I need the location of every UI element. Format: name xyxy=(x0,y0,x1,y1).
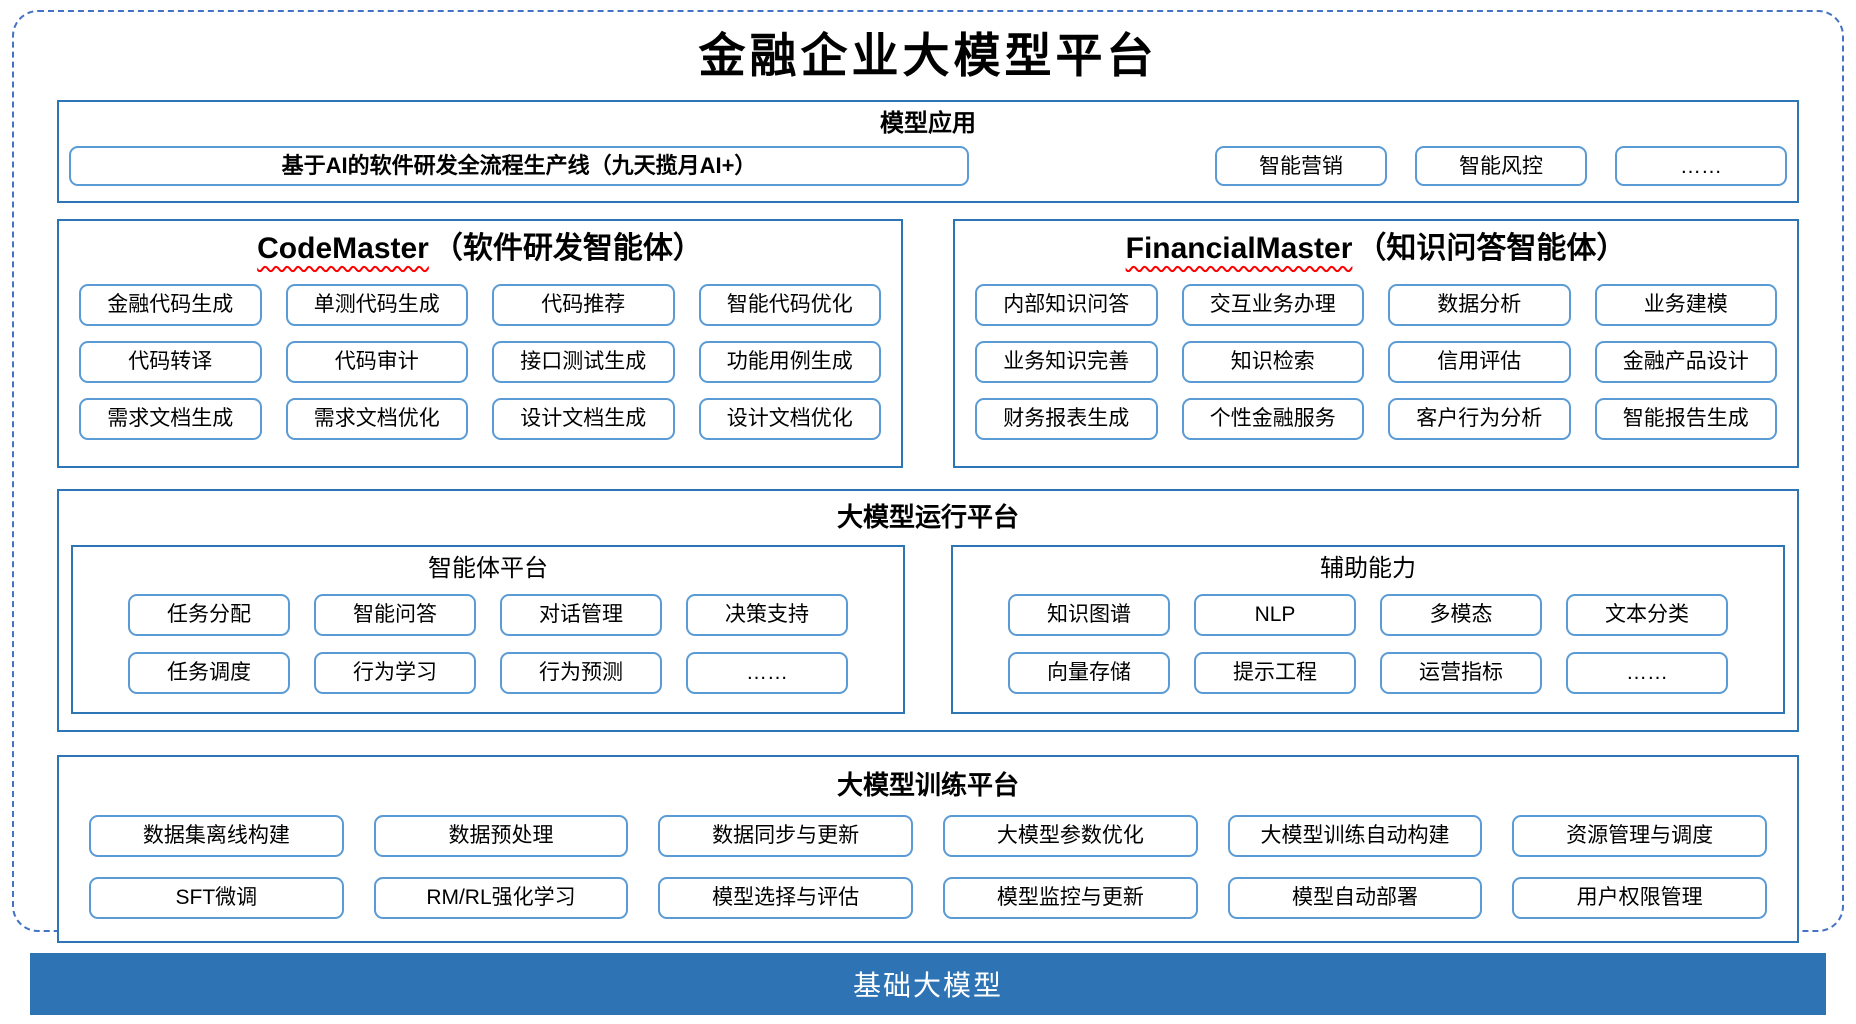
item-box: 知识图谱 xyxy=(1008,593,1170,636)
item-box: 交互业务办理 xyxy=(1181,283,1364,326)
agents-row: CodeMaster（软件研发智能体） 金融代码生成单测代码生成代码推荐智能代码… xyxy=(57,219,1799,468)
item-box: 智能报告生成 xyxy=(1594,397,1777,440)
agent-platform-items: 任务分配智能问答对话管理决策支持任务调度行为学习行为预测 …… xyxy=(93,593,883,694)
codemaster-items: 金融代码生成单测代码生成代码推荐智能代码优化代码转译代码审计接口测试生成功能用例… xyxy=(79,283,881,440)
runtime-platform-title: 大模型运行平台 xyxy=(836,501,1019,532)
item-box: NLP xyxy=(1194,593,1356,636)
item-box: 数据同步与更新 xyxy=(658,814,913,857)
codemaster-title: CodeMaster（软件研发智能体） xyxy=(79,229,881,270)
item-box: 财务报表生成 xyxy=(975,397,1158,440)
item-box: 设计文档生成 xyxy=(492,397,675,440)
aux-capability-items: 知识图谱 NLP 多模态文本分类向量存储提示工程运营指标 …… xyxy=(973,593,1763,694)
model-applications-row: 基于AI的软件研发全流程生产线（九天揽月AI+） 智能营销智能风控 …… xyxy=(69,146,1787,187)
item-box: 行为学习 xyxy=(314,651,476,694)
item-box: SFT微调 xyxy=(89,876,344,919)
financialmaster-title: FinancialMaster（知识问答智能体） xyxy=(975,229,1777,270)
runtime-panels: 智能体平台 任务分配智能问答对话管理决策支持任务调度行为学习行为预测 …… 辅助能… xyxy=(71,544,1785,714)
item-box: 用户权限管理 xyxy=(1512,876,1767,919)
item-box: 业务建模 xyxy=(1594,283,1777,326)
item-box: 业务知识完善 xyxy=(975,340,1158,383)
section-codemaster: CodeMaster（软件研发智能体） 金融代码生成单测代码生成代码推荐智能代码… xyxy=(57,219,903,468)
financialmaster-subtitle: （知识问答智能体） xyxy=(1356,232,1627,266)
item-box: 数据预处理 xyxy=(373,814,629,857)
item-box: 内部知识问答 xyxy=(975,283,1158,326)
financialmaster-items: 内部知识问答交互业务办理数据分析业务建模业务知识完善知识检索信用评估金融产品设计… xyxy=(975,283,1777,440)
item-box: 模型选择与评估 xyxy=(658,876,913,919)
item-box: 需求文档优化 xyxy=(285,397,468,440)
training-platform-items: 数据集离线构建数据预处理数据同步与更新大模型参数优化大模型训练自动构建资源管理与… xyxy=(89,814,1767,919)
item-box: 功能用例生成 xyxy=(698,340,881,383)
section-training-platform: 大模型训练平台 数据集离线构建数据预处理数据同步与更新大模型参数优化大模型训练自… xyxy=(57,754,1799,943)
item-box: …… xyxy=(1566,651,1728,694)
base-model-label: 基础大模型 xyxy=(852,970,1003,1001)
panel-agent-platform: 智能体平台 任务分配智能问答对话管理决策支持任务调度行为学习行为预测 …… xyxy=(71,544,905,714)
financialmaster-name: FinancialMaster xyxy=(1125,232,1353,266)
item-box: 决策支持 xyxy=(686,593,848,636)
item-box: 任务调度 xyxy=(128,651,290,694)
item-box: 智能代码优化 xyxy=(698,283,881,326)
item-box: …… xyxy=(1615,146,1787,187)
item-box: 对话管理 xyxy=(500,593,662,636)
item-box: 提示工程 xyxy=(1194,651,1356,694)
agent-platform-title: 智能体平台 xyxy=(428,554,548,582)
item-box: 需求文档生成 xyxy=(79,397,262,440)
item-box: 大模型参数优化 xyxy=(943,814,1198,857)
item-box: 代码审计 xyxy=(285,340,468,383)
item-box: 数据分析 xyxy=(1388,283,1571,326)
item-box: RM/RL强化学习 xyxy=(373,876,629,919)
item-box: 多模态 xyxy=(1380,593,1542,636)
section-runtime-platform: 大模型运行平台 智能体平台 任务分配智能问答对话管理决策支持任务调度行为学习行为… xyxy=(57,488,1799,732)
model-applications-title: 模型应用 xyxy=(880,110,976,138)
item-box: 资源管理与调度 xyxy=(1512,814,1767,857)
pipeline-box: 基于AI的软件研发全流程生产线（九天揽月AI+） xyxy=(69,146,969,187)
platform-boundary: 金融企业大模型平台 模型应用 基于AI的软件研发全流程生产线（九天揽月AI+） … xyxy=(12,10,1844,943)
item-box: 信用评估 xyxy=(1388,340,1571,383)
item-box: 单测代码生成 xyxy=(285,283,468,326)
item-box: 客户行为分析 xyxy=(1388,397,1571,440)
item-box: 数据集离线构建 xyxy=(89,814,344,857)
item-box: 金融产品设计 xyxy=(1594,340,1777,383)
item-box: 智能营销 xyxy=(1215,146,1387,187)
item-box: 设计文档优化 xyxy=(698,397,881,440)
item-box: 代码转译 xyxy=(79,340,262,383)
item-box: 智能问答 xyxy=(314,593,476,636)
item-box: 向量存储 xyxy=(1008,651,1170,694)
base-model-bar: 基础大模型 xyxy=(30,953,1826,1015)
panel-aux-capability: 辅助能力 知识图谱 NLP 多模态文本分类向量存储提示工程运营指标 …… xyxy=(951,544,1785,714)
item-box: 知识检索 xyxy=(1181,340,1364,383)
item-box: 智能风控 xyxy=(1415,146,1587,187)
item-box: 大模型训练自动构建 xyxy=(1227,814,1483,857)
item-box: 行为预测 xyxy=(500,651,662,694)
section-model-applications: 模型应用 基于AI的软件研发全流程生产线（九天揽月AI+） 智能营销智能风控 …… xyxy=(57,100,1799,204)
item-box: 模型自动部署 xyxy=(1227,876,1483,919)
aux-capability-title: 辅助能力 xyxy=(1320,554,1416,582)
codemaster-subtitle: （软件研发智能体） xyxy=(432,232,703,266)
codemaster-name: CodeMaster xyxy=(257,232,429,266)
training-platform-title: 大模型训练平台 xyxy=(836,769,1019,800)
page-title: 金融企业大模型平台 xyxy=(698,29,1158,84)
item-box: …… xyxy=(686,651,848,694)
item-box: 模型监控与更新 xyxy=(943,876,1198,919)
section-financialmaster: FinancialMaster（知识问答智能体） 内部知识问答交互业务办理数据分… xyxy=(953,219,1799,468)
item-box: 个性金融服务 xyxy=(1181,397,1364,440)
item-box: 任务分配 xyxy=(128,593,290,636)
item-box: 代码推荐 xyxy=(492,283,675,326)
model-applications-items: 智能营销智能风控 …… xyxy=(1215,146,1787,187)
item-box: 接口测试生成 xyxy=(492,340,675,383)
item-box: 文本分类 xyxy=(1566,593,1728,636)
item-box: 金融代码生成 xyxy=(79,283,262,326)
item-box: 运营指标 xyxy=(1380,651,1542,694)
